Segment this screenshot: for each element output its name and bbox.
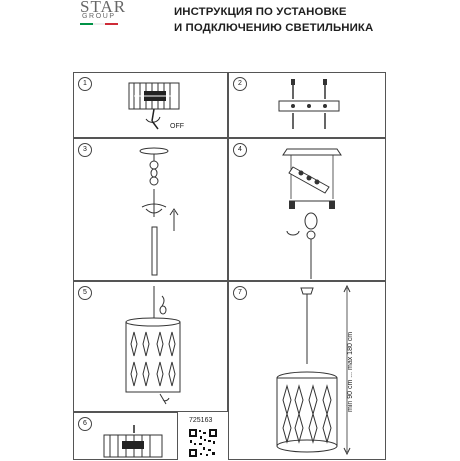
flag-green — [80, 23, 93, 25]
lamp-bulb-illustration — [125, 286, 181, 405]
wiring-illustration — [282, 148, 342, 279]
flag-red — [105, 23, 119, 25]
step-5-panel: 5 — [73, 281, 228, 412]
step-number: 7 — [233, 286, 247, 300]
brand-logo: STAR GROUP — [66, 0, 134, 30]
title-line-1: ИНСТРУКЦИЯ ПО УСТАНОВКЕ — [174, 6, 347, 18]
qr-code-icon — [188, 428, 218, 458]
step-3-panel: 3 — [73, 138, 228, 281]
installed-lamp-illustration — [276, 284, 351, 456]
title-line-2: И ПОДКЛЮЧЕНИЮ СВЕТИЛЬНИКА — [174, 22, 374, 34]
step-4-panel: 4 — [228, 138, 386, 281]
document-title: ИНСТРУКЦИЯ ПО УСТАНОВКЕ И ПОДКЛЮЧЕНИЮ СВ… — [174, 4, 414, 36]
step-number: 2 — [233, 77, 247, 91]
brand-group: GROUP — [82, 13, 116, 20]
step-7-panel: 7 min 90 cm ... max 180 cm — [228, 281, 386, 460]
product-code: 725163 — [189, 417, 213, 424]
step-number: 6 — [78, 417, 92, 431]
canopy-chain-illustration — [139, 147, 179, 276]
step-6-panel: 6 — [73, 412, 178, 460]
breaker-illustration — [128, 82, 180, 130]
step-number: 1 — [78, 77, 92, 91]
mounting-bar-illustration — [278, 79, 340, 129]
step-number: 4 — [233, 143, 247, 157]
brand-flag — [80, 23, 119, 25]
off-label: OFF — [170, 123, 184, 130]
flag-white — [92, 23, 106, 25]
step-1-panel: 1 OFF — [73, 72, 228, 138]
brand-name: STAR — [80, 0, 127, 16]
step-number: 3 — [78, 143, 92, 157]
breaker-on-illustration — [103, 425, 163, 458]
step-2-panel: 2 — [228, 72, 386, 138]
height-range-label: min 90 cm ... max 180 cm — [347, 331, 354, 412]
step-number: 5 — [78, 286, 92, 300]
